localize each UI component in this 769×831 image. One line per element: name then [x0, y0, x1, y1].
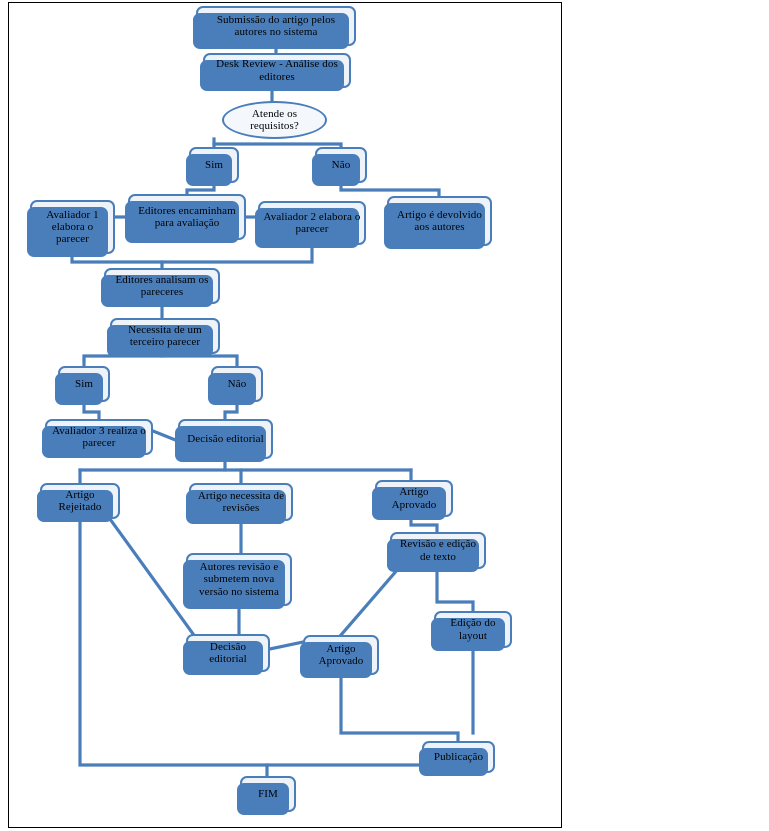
node-nao-1[interactable]: Não [312, 147, 367, 186]
node-label: Submissão do artigo pelos autores no sis… [216, 13, 336, 38]
node-submissao[interactable]: Submissão do artigo pelos autores no sis… [193, 6, 356, 49]
node-label: Edição do layout [450, 617, 496, 642]
node-label: Decisão editorial [209, 640, 247, 665]
node-avaliador-1[interactable]: Avaliador 1 elabora o parecer [27, 200, 115, 257]
node-sim-2[interactable]: Sim [55, 366, 110, 405]
node-artigo-aprovado-1[interactable]: Artigo Aprovado [372, 480, 453, 520]
node-artigo-rejeitado[interactable]: Artigo Rejeitado [37, 483, 120, 522]
edge-n22-n23 [268, 640, 305, 651]
node-desk-review[interactable]: Desk Review - Análise dos editores [200, 53, 351, 91]
node-label: Revisão e edição de texto [399, 538, 477, 563]
node-label: Artigo necessita de revisões [197, 489, 285, 514]
node-fim[interactable]: FIM [237, 776, 296, 815]
edge-n3-split [212, 137, 343, 149]
node-label: Não [227, 377, 247, 390]
node-label: Artigo é devolvido aos autores [397, 208, 482, 233]
node-publicacao[interactable]: Publicação [419, 741, 495, 776]
node-artigo-necessita-revisoes[interactable]: Artigo necessita de revisões [186, 483, 293, 524]
node-label: Necessita de um terceiro parecer [128, 323, 202, 348]
node-necessita-terceiro-parecer[interactable]: Necessita de um terceiro parecer [107, 318, 220, 357]
node-sim-1[interactable]: Sim [186, 147, 239, 186]
edge-n19-n21 [435, 567, 475, 613]
node-label: Avaliador 1 elabora o parecer [46, 208, 99, 246]
node-editores-analisam[interactable]: Editores analisam os pareceres [101, 268, 220, 307]
node-autores-revisao[interactable]: Autores revisão e submetem nova versão n… [183, 553, 292, 609]
node-label: Publicação [433, 750, 484, 763]
node-avaliador-3[interactable]: Avaliador 3 realiza o parecer [42, 419, 153, 458]
node-decisao-editorial-2[interactable]: Decisão editorial [183, 634, 270, 675]
node-label: Sim [74, 377, 94, 390]
node-label: Sim [204, 158, 224, 171]
edge-n23-n24 [339, 673, 460, 743]
node-label: Avaliador 3 realiza o parecer [52, 424, 146, 449]
node-revisao-edicao-texto[interactable]: Revisão e edição de texto [387, 532, 486, 572]
node-label: Avaliador 2 elabora o parecer [263, 210, 361, 235]
node-label: Artigo Aprovado [391, 486, 437, 511]
node-label: Autores revisão e submetem nova versão n… [199, 561, 279, 598]
node-label: Desk Review - Análise dos editores [216, 58, 338, 83]
node-label: Artigo Aprovado [318, 642, 364, 667]
node-artigo-aprovado-2[interactable]: Artigo Aprovado [300, 635, 379, 678]
node-edicao-layout[interactable]: Edição do layout [431, 611, 512, 651]
node-label: Decisão editorial [187, 432, 264, 445]
node-atende-requisitos[interactable]: Atende os requisitos? [222, 101, 327, 139]
node-label: Não [331, 158, 351, 171]
node-avaliador-2[interactable]: Avaliador 2 elabora o parecer [255, 201, 366, 248]
node-label: FIM [258, 787, 278, 800]
node-artigo-devolvido[interactable]: Artigo é devolvido aos autores [384, 196, 492, 249]
node-decisao-editorial-1[interactable]: Decisão editorial [175, 419, 273, 462]
node-label: Artigo Rejeitado [58, 488, 102, 513]
node-label: Editores analisam os pareceres [115, 273, 209, 298]
node-nao-2[interactable]: Não [208, 366, 263, 405]
edge-n19-n23 [338, 566, 401, 638]
edge-n11-split [82, 354, 239, 368]
node-label: Atende os requisitos? [250, 107, 299, 132]
node-editores-encaminham[interactable]: Editores encaminham para avaliação [125, 194, 246, 243]
node-label: Editores encaminham para avaliação [138, 204, 236, 229]
